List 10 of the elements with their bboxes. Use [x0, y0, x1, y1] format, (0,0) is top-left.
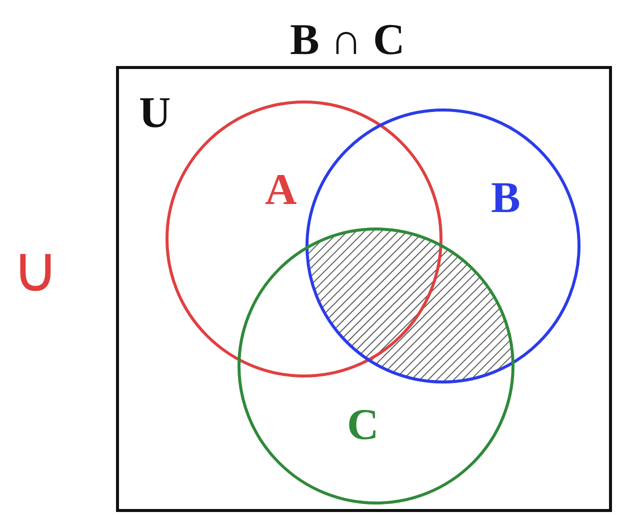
set-label: A	[265, 168, 297, 212]
hatched-region	[307, 229, 513, 382]
union-symbol: ∪	[12, 238, 59, 302]
set-label: C	[347, 403, 379, 447]
universe-rectangle	[116, 66, 612, 512]
set-label: B	[491, 176, 520, 220]
set-circle	[305, 108, 581, 384]
set-circle	[237, 227, 515, 505]
set-label: U	[139, 91, 171, 135]
title: B ∩ C	[290, 18, 405, 62]
